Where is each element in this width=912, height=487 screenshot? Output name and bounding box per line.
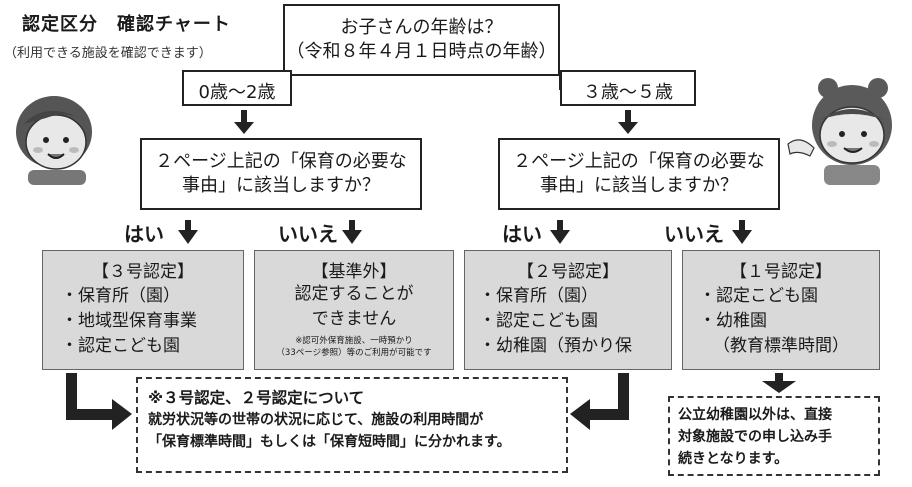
- cert1-sub: （教育標準時間）: [713, 336, 849, 356]
- chart-title: 認定区分 確認チャート: [22, 14, 231, 35]
- cert2-item: ・認定こども園: [479, 311, 598, 331]
- outside-note1: ※認可外保育施設、一時預かり: [295, 336, 413, 346]
- arrow-down-icon: [732, 220, 752, 244]
- cert2-item: ・保育所（園）: [479, 286, 598, 306]
- cert3-title: 【３号認定】: [92, 262, 194, 282]
- girl-illustration: [787, 78, 892, 185]
- need-question-line2: 事由」に該当しますか？: [540, 175, 738, 196]
- chart-subtitle: （利用できる施設を確認できます）: [4, 46, 212, 61]
- right-note-line1: 公立幼稚園以外は、直接: [678, 407, 832, 423]
- bottom-note-line3: 「保育標準時間」もしくは「保育短時間」に分かれます。: [148, 434, 511, 450]
- arrow-down-icon: [762, 373, 796, 393]
- arrow-down-icon: [342, 220, 362, 244]
- bottom-note-box: ※３号認定、２号認定について 就労状況等の世帯の状況に応じて、施設の利用時間が …: [136, 377, 568, 473]
- arrow-down-icon: [234, 110, 254, 134]
- age-box-3-5: ３歳〜５歳: [560, 70, 696, 106]
- need-question-box-right: ２ページ上記の「保育の必要な 事由」に該当しますか？: [498, 138, 780, 210]
- outside-note2: （33ページ参照）等のご利用が可能です: [276, 348, 432, 358]
- bent-arrow-left-icon: [570, 373, 629, 430]
- outside-title: 【基準外】: [311, 262, 397, 282]
- cert3-item: ・認定こども園: [61, 336, 180, 356]
- age-label-0-2: 0歳〜2歳: [198, 82, 276, 103]
- bottom-note-line1: ※３号認定、２号認定について: [148, 389, 365, 407]
- age-question-line1: お子さんの年齢は？: [340, 17, 503, 38]
- cert3-item: ・保育所（園）: [61, 286, 180, 306]
- cert2-title: 【２号認定】: [517, 262, 619, 282]
- answer-yes-right: はい: [502, 222, 542, 246]
- age-question-line2: （令和８年４月１日時点の年齢）: [286, 41, 557, 62]
- right-note-box: 公立幼稚園以外は、直接 対象施設での申し込み手 続きとなります。: [668, 396, 880, 476]
- category-box-cert3: 【３号認定】 ・保育所（園） ・地域型保育事業 ・認定こども園: [42, 250, 244, 370]
- age-question-box: お子さんの年齢は？ （令和８年４月１日時点の年齢）: [283, 4, 560, 76]
- bottom-note-line2: 就労状況等の世帯の状況に応じて、施設の利用時間が: [148, 412, 484, 428]
- answer-no-left: いいえ: [278, 222, 338, 246]
- right-note-line2: 対象施設での申し込み手: [678, 429, 832, 445]
- cert1-title: 【１号認定】: [730, 262, 832, 282]
- arrow-down-icon: [178, 220, 198, 244]
- need-question-line1: ２ページ上記の「保育の必要な: [513, 151, 765, 172]
- category-box-cert2: 【２号認定】 ・保育所（園） ・認定こども園 ・幼稚園（預かり保: [464, 250, 672, 370]
- boy-illustration: [16, 96, 92, 185]
- cert1-item: ・幼稚園: [699, 311, 767, 331]
- age-label-3-5: ３歳〜５歳: [583, 82, 673, 103]
- cert1-item: ・認定こども園: [699, 286, 818, 306]
- arrow-down-icon: [618, 110, 638, 134]
- answer-no-right: いいえ: [664, 222, 724, 246]
- cert2-item: ・幼稚園（預かり保: [479, 336, 632, 356]
- right-note-line3: 続きとなります。: [678, 451, 789, 467]
- bent-arrow-right-icon: [66, 373, 132, 430]
- category-box-outside: 【基準外】 認定することが できません ※認可外保育施設、一時預かり （33ペー…: [254, 250, 454, 370]
- cert3-item: ・地域型保育事業: [61, 311, 197, 331]
- need-question-line1: ２ページ上記の「保育の必要な: [155, 151, 407, 172]
- outside-line1: 認定することが: [294, 284, 414, 304]
- age-box-0-2: 0歳〜2歳: [182, 70, 292, 106]
- need-question-box-left: ２ページ上記の「保育の必要な 事由」に該当しますか？: [140, 138, 422, 210]
- category-box-cert1: 【１号認定】 ・認定こども園 ・幼稚園 （教育標準時間）: [682, 250, 880, 370]
- need-question-line2: 事由」に該当しますか？: [182, 175, 380, 196]
- outside-line2: できません: [311, 309, 397, 329]
- answer-yes-left: はい: [124, 222, 164, 246]
- arrow-down-icon: [550, 220, 570, 244]
